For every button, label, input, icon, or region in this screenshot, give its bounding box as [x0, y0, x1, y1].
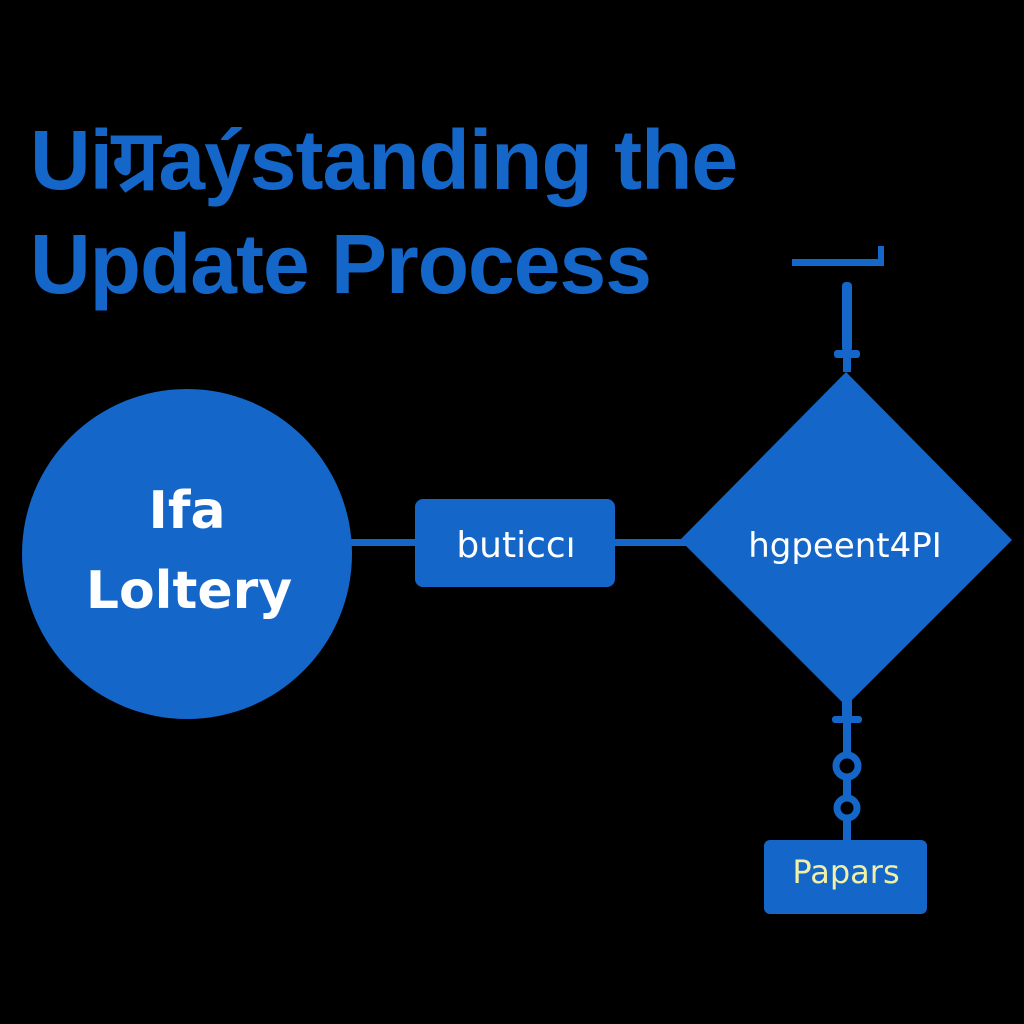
process-node-label: buticcı [456, 525, 575, 566]
process-node: buticcı [415, 499, 615, 587]
start-node-label-1: Ifa [148, 481, 225, 541]
decision-node-label: hgpeent4PI [748, 526, 942, 566]
diagram-title: Uiग्रaýstanding the Update Process [30, 108, 738, 316]
bottom-connector [832, 700, 862, 844]
title-line-1: Uiग्रaýstanding the [30, 113, 738, 207]
top-marker [792, 246, 884, 266]
output-node: Papars [764, 840, 927, 914]
connector-process-decision [612, 539, 692, 546]
start-node: Ifa Loltery [22, 389, 352, 719]
start-node-label-2: Loltery [86, 561, 292, 621]
decision-node: hgpeent4PI [680, 372, 1012, 706]
top-connector [834, 282, 860, 372]
title-line-2: Update Process [30, 217, 652, 311]
connector-start-process [346, 539, 418, 546]
output-node-label: Papars [792, 853, 899, 891]
